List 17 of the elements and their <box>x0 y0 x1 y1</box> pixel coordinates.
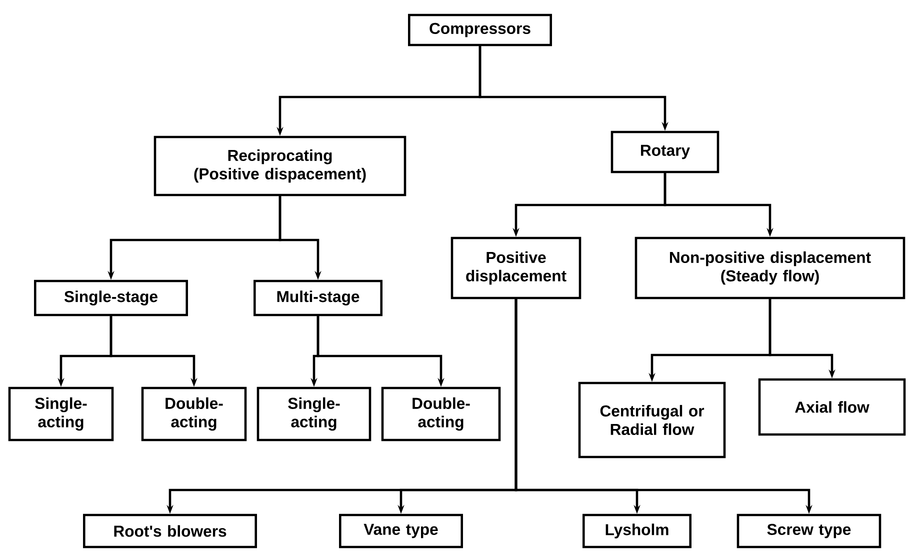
category-box: Single-acting <box>256 386 372 442</box>
category-box: Single-acting <box>8 386 114 442</box>
category-box: Rotary <box>610 130 720 174</box>
category-box: Single-stage <box>34 280 188 316</box>
category-box: Screw type <box>736 514 882 548</box>
category-box: Positive displacement <box>450 236 582 300</box>
category-box: Double-acting <box>141 386 247 442</box>
category-box: Reciprocating (Positive dispacement) <box>154 136 406 196</box>
category-box: Double-acting <box>381 386 501 442</box>
category-box: Root's blowers <box>83 514 257 548</box>
category-box: Lysholm <box>582 514 692 548</box>
category-box: Compressors <box>408 14 552 46</box>
category-box: Axial flow <box>758 378 906 436</box>
category-box: Vane type <box>339 514 463 548</box>
category-box: Multi-stage <box>254 280 382 316</box>
category-box: Non-positive displacement (Steady flow) <box>634 236 906 300</box>
category-box: Centrifugal or Radial flow <box>578 382 726 458</box>
